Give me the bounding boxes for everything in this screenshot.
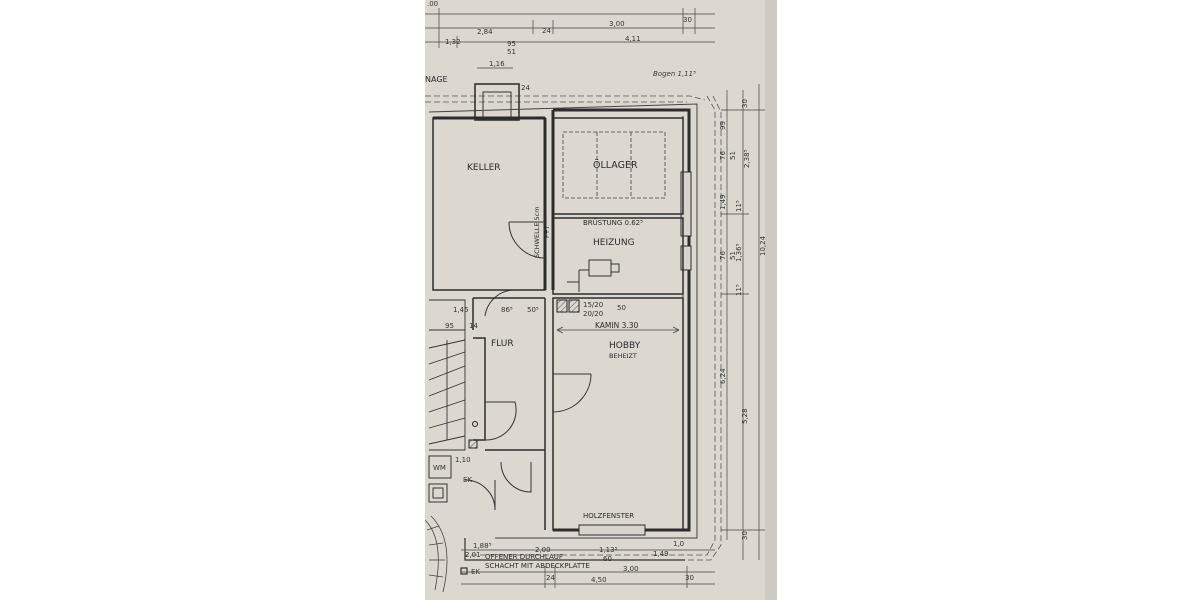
room-keller-label: KELLER <box>467 163 501 173</box>
schwelle-note: SCHWELLE 5cm <box>533 206 541 258</box>
dim-bottom-6: 1,49 <box>653 550 669 558</box>
drainage-label: NAGE <box>425 75 448 84</box>
dim-right-10: 1,36⁵ <box>735 243 743 262</box>
kamin-dimension-line <box>556 326 680 334</box>
room-flur-label: FLUR <box>491 339 514 349</box>
room-keller <box>432 117 546 291</box>
dim-bottom-2: 2,01 <box>465 551 481 559</box>
top-dimension-lines <box>425 8 715 69</box>
dim-bottom-4: 1,13⁵ <box>599 546 618 554</box>
windows-right <box>680 171 692 271</box>
dim-top-2: 24 <box>542 27 551 35</box>
kamin-dim: 50 <box>617 304 626 312</box>
room-hobby-sublabel: BEHEIZT <box>609 352 637 360</box>
kamin-size-1: 15/20 <box>583 301 603 309</box>
dim-inner-1: 1,45 <box>453 306 469 314</box>
flur-doors <box>464 289 532 511</box>
dim-bottom-3: 2,00 <box>535 546 551 554</box>
dim-bottom-7: 24 <box>546 574 555 582</box>
dim-right-15: 30 <box>741 531 749 540</box>
dim-top-7: 51 <box>507 48 516 56</box>
dim-top-5: 1,32 <box>445 38 461 46</box>
dim-bottom-9: 30 <box>685 574 694 582</box>
dim-right-13: 6,24 <box>719 368 727 384</box>
staircase <box>428 299 466 451</box>
boiler <box>567 259 620 292</box>
dim-right-7: 11⁵ <box>735 200 743 212</box>
fbt-note: F+T <box>544 226 551 238</box>
floor-plan: .00 2,84 24 3,00 30 1,32 95 51 4,11 1,16… <box>425 0 777 600</box>
dim-top-6: 95 <box>507 40 516 48</box>
bottom-shaft <box>460 538 685 575</box>
dim-top-start: .00 <box>427 0 438 8</box>
room-ollager-label: ÖLLAGER <box>593 160 638 171</box>
dim-inner-5: 50⁵ <box>527 306 539 314</box>
kamin-size-2: 20/20 <box>583 310 603 318</box>
kamin-label: KAMIN 3.30 <box>595 321 639 330</box>
dim-right-11: 11⁵ <box>735 284 743 296</box>
dim-right-3: 76 <box>719 151 727 160</box>
dim-bottom-5: 60 <box>603 555 612 563</box>
wm-label: WM <box>433 464 446 472</box>
holzfenster-window <box>578 524 646 536</box>
right-dimension-lines <box>721 84 765 560</box>
room-flur <box>472 297 546 530</box>
dim-inner-6: 1,10 <box>455 456 471 464</box>
room-hobby-label: HOBBY <box>609 341 641 351</box>
dim-top-3: 3,00 <box>609 20 625 28</box>
dim-inner-4: 86⁵ <box>501 306 513 314</box>
flur-column <box>468 439 478 449</box>
bottom-dimension-lines <box>461 549 715 588</box>
dim-top-8: 4,11 <box>625 35 641 43</box>
lower-stair <box>425 515 448 593</box>
ek-top-label: EK <box>463 476 472 484</box>
oil-tanks <box>562 131 666 199</box>
dim-right-6: 1,49 <box>719 194 727 210</box>
room-heizung-label: HEIZUNG <box>593 238 635 248</box>
dim-inner-3: 14 <box>469 322 478 330</box>
dim-inner-2: 95 <box>445 322 454 330</box>
flur-fixture <box>472 421 478 427</box>
paper-edge <box>765 0 777 600</box>
paper-background <box>425 0 777 600</box>
hobby-door <box>552 373 592 413</box>
dim-right-1: 30 <box>741 99 749 108</box>
dim-bottom-10: 4,50 <box>591 576 607 584</box>
dim-right-8: 76 <box>719 251 727 260</box>
dim-bottom-8: 3,00 <box>623 565 639 573</box>
dim-top-1: 2,84 <box>477 28 493 36</box>
dim-top-9: 1,16 <box>489 60 505 68</box>
dim-right-4: 51 <box>729 151 737 160</box>
dim-bottom-1: 1,88⁵ <box>473 542 492 550</box>
schacht-label: SCHACHT MIT ABDECKPLATTE <box>485 562 590 570</box>
chimney <box>556 299 580 313</box>
dim-top-4: 30 <box>683 16 692 24</box>
blueprint-sheet: .00 2,84 24 3,00 30 1,32 95 51 4,11 1,16… <box>425 0 777 600</box>
dim-right-9: 51 <box>729 251 737 260</box>
dim-right-2: 99 <box>719 121 727 130</box>
utility-boxes <box>428 455 452 503</box>
handwritten-note: Bogen 1,11⁵ <box>653 70 696 78</box>
room-heizung <box>552 217 684 295</box>
dim-right-5: 2,38⁵ <box>743 149 751 168</box>
durchlauf-label: OFFENER DURCHLAUF <box>485 553 563 561</box>
dim-top-10: 24 <box>521 84 530 92</box>
keller-door <box>508 221 546 259</box>
brustung-note: BRÜSTUNG 0.62⁵ <box>583 218 643 227</box>
dim-right-12: 10,24 <box>759 235 767 256</box>
dim-bottom-11: 1,0 <box>673 540 684 548</box>
holzfenster-label: HOLZFENSTER <box>583 512 634 520</box>
dim-right-14: 5,28 <box>741 408 749 424</box>
